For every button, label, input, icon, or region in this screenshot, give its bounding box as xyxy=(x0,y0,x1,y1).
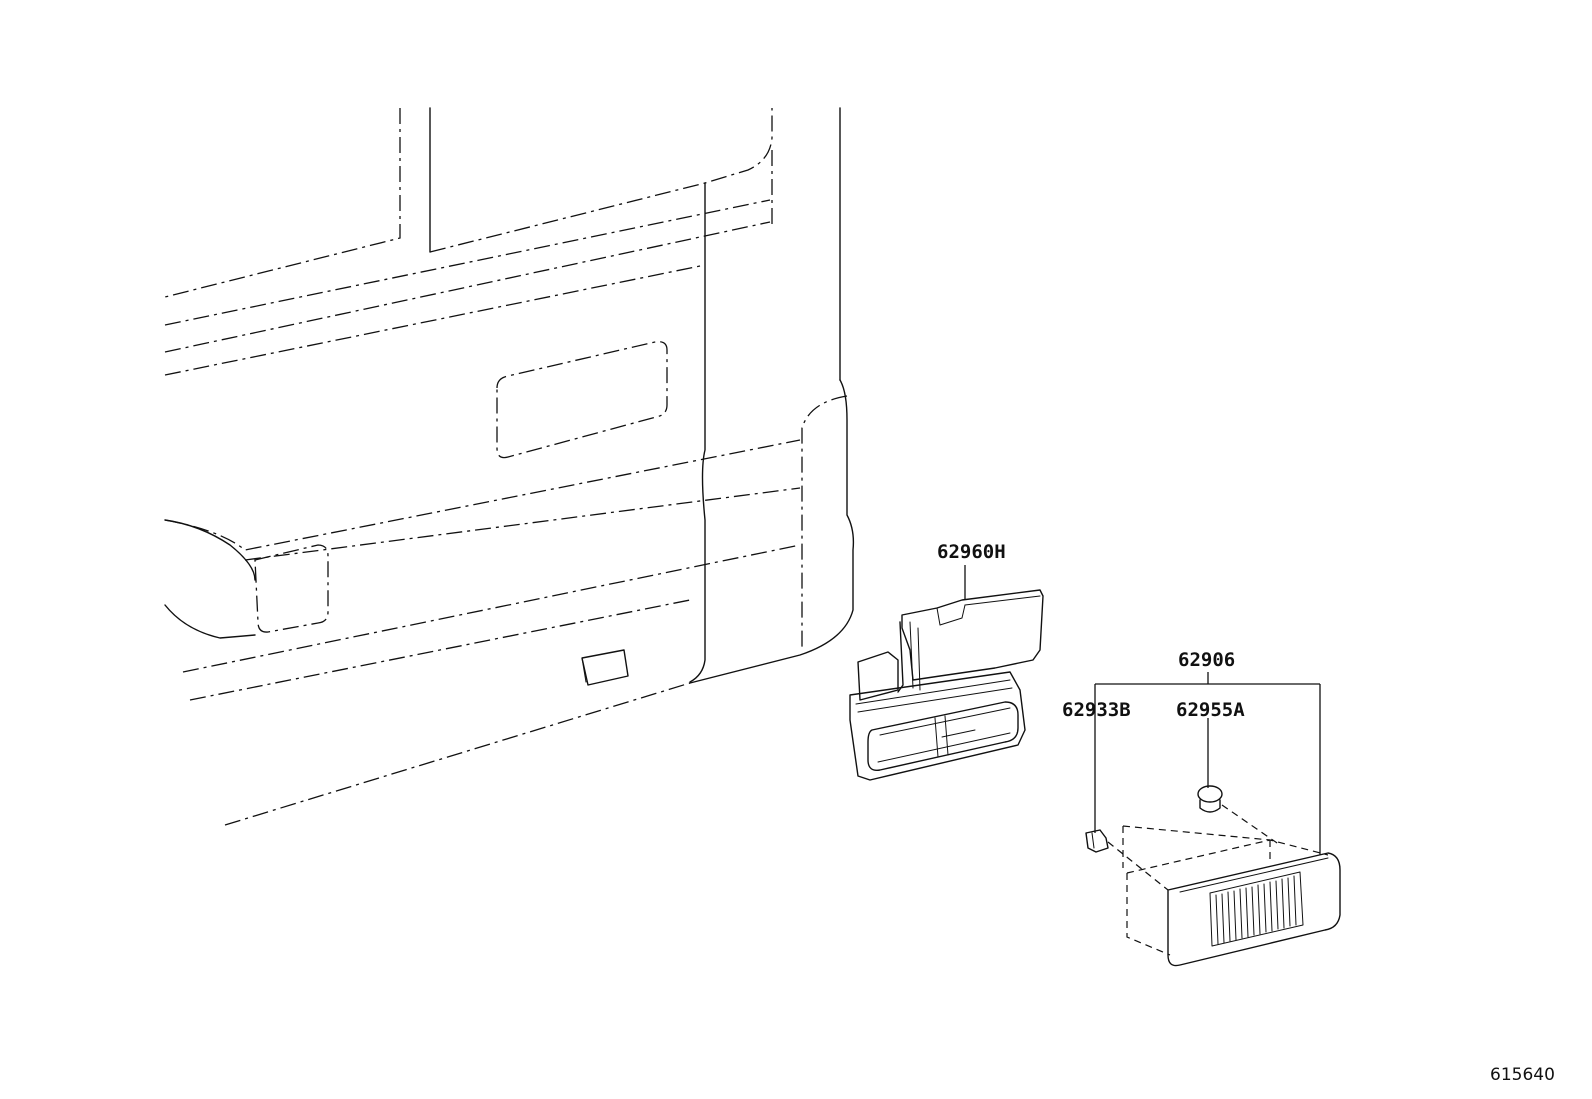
leader-lines xyxy=(964,565,1321,855)
vehicle-body-outline xyxy=(164,107,855,826)
label-duct: 62960H xyxy=(937,541,1006,563)
vent-grille-part xyxy=(1085,785,1341,967)
label-clip: 62933B xyxy=(1062,699,1131,721)
diagram-id: 615640 xyxy=(1490,1065,1555,1085)
label-assembly: 62906 xyxy=(1178,649,1235,671)
label-pin: 62955A xyxy=(1176,699,1245,721)
duct-part xyxy=(849,589,1044,781)
